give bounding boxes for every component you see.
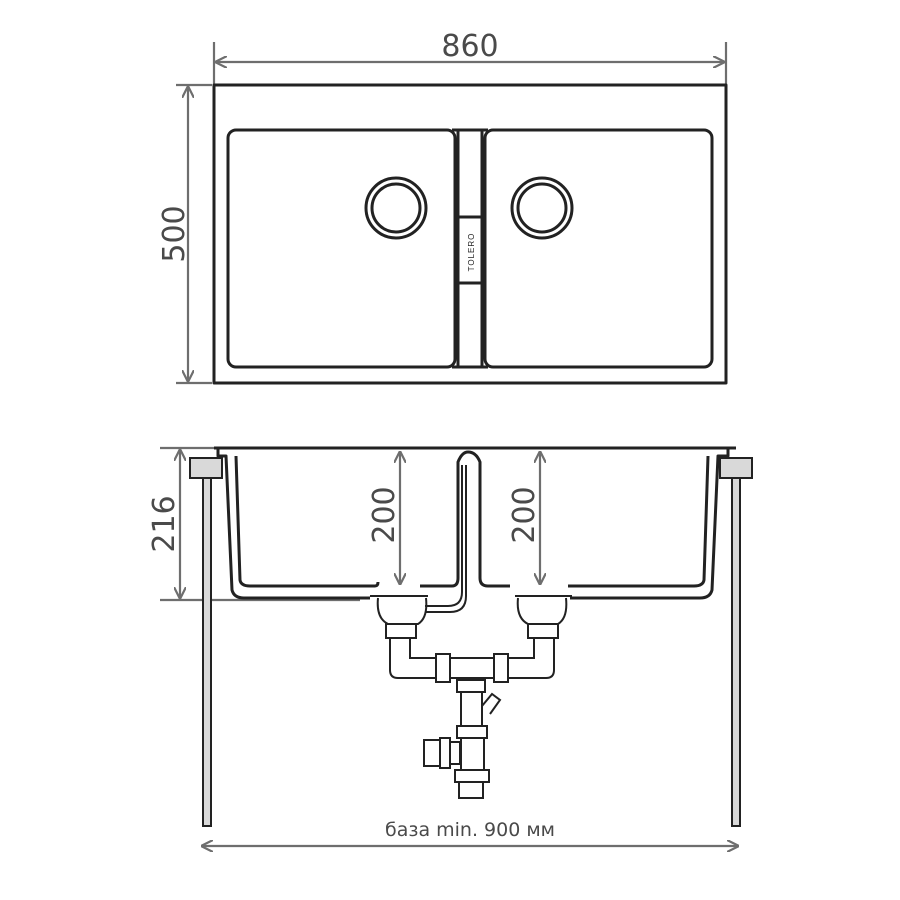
overflow-pipe: [425, 465, 467, 613]
divider-profile: [420, 450, 510, 588]
left-bowl: [226, 128, 457, 369]
sink-outer-profile: [214, 446, 736, 600]
sink-outline-top: [212, 83, 728, 385]
height-label: 216: [147, 495, 182, 552]
right-clip: [719, 457, 753, 479]
base-label: база min. 900 мм: [385, 819, 555, 841]
right-drain-inner: [516, 182, 568, 234]
siphon: [370, 595, 572, 799]
right-bowl-depth-label: 200: [507, 486, 542, 543]
sink-inner-profile: [234, 455, 710, 588]
left-drain-outer: [364, 176, 428, 240]
left-clip: [189, 457, 223, 479]
logo-text: TOLERO: [467, 233, 476, 272]
left-bowl-depth-label: 200: [367, 486, 402, 543]
side-view: 216 200 200 ба: [147, 446, 753, 846]
top-view: 860 500 TOLERO: [157, 29, 728, 385]
depth-label: 500: [157, 205, 192, 262]
right-bowl: [483, 128, 714, 369]
logo-plate: [456, 215, 484, 285]
right-cabinet-wall: [731, 477, 741, 827]
right-drain-outer: [510, 176, 574, 240]
left-cabinet-wall: [202, 477, 212, 827]
width-label: 860: [441, 29, 498, 64]
left-drain-inner: [370, 182, 422, 234]
